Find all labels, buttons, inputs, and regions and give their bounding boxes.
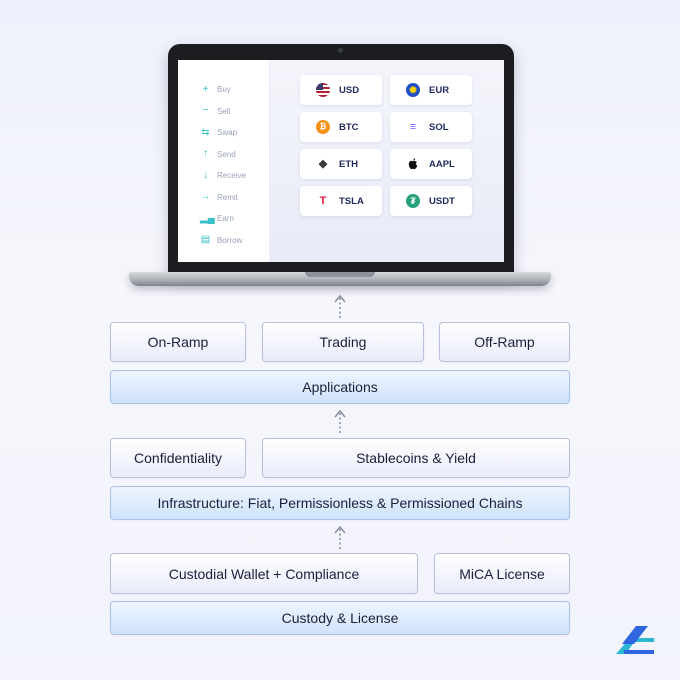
tesla-icon: T: [319, 194, 327, 207]
menu-item-sell[interactable]: − Sell: [200, 101, 269, 123]
mica-license-box: MiCA License: [434, 553, 570, 594]
solana-icon: ≡: [409, 120, 417, 133]
infrastructure-layer: Infrastructure: Fiat, Permissionless & P…: [110, 486, 570, 520]
menu-item-label: Earn: [217, 214, 234, 224]
dotted-up-arrow-icon: [334, 525, 346, 549]
dotted-up-arrow-icon: [334, 409, 346, 433]
arrow-right-icon: →: [200, 191, 211, 203]
laptop-base: [129, 272, 551, 286]
asset-label: TSLA: [339, 195, 364, 207]
bitcoin-icon: ₿: [316, 120, 330, 134]
apple-icon: [406, 157, 420, 171]
applications-layer: Applications: [110, 370, 570, 404]
asset-label: USDT: [429, 195, 455, 207]
menu-item-label: Receive: [217, 171, 246, 181]
side-menu: + Buy − Sell ⇆ Swap ↑ Send ↓ Receive → R…: [178, 60, 270, 262]
brand-logo-icon: [616, 626, 654, 654]
app-screen: + Buy − Sell ⇆ Swap ↑ Send ↓ Receive → R…: [178, 60, 504, 262]
arrow-down-icon: ↓: [203, 169, 208, 181]
menu-item-borrow[interactable]: ▤ Borrow: [200, 230, 269, 252]
bar-chart-icon: ▂▄: [200, 212, 215, 224]
menu-item-earn[interactable]: ▂▄ Earn: [200, 208, 269, 230]
dotted-up-arrow-icon: [334, 294, 346, 318]
menu-item-label: Buy: [217, 85, 231, 95]
asset-card-eur[interactable]: ✺ EUR: [390, 75, 472, 105]
menu-item-receive[interactable]: ↓ Receive: [200, 165, 269, 187]
bank-icon: ▤: [200, 234, 211, 246]
trading-box: Trading: [262, 322, 424, 362]
asset-card-aapl[interactable]: AAPL: [390, 149, 472, 179]
asset-card-tsla[interactable]: T TSLA: [300, 186, 382, 216]
asset-label: ETH: [339, 158, 358, 170]
confidentiality-box: Confidentiality: [110, 438, 246, 478]
stablecoins-yield-box: Stablecoins & Yield: [262, 438, 570, 478]
asset-card-btc[interactable]: ₿ BTC: [300, 112, 382, 142]
eu-flag-icon: ✺: [406, 83, 420, 97]
custodial-wallet-compliance-box: Custodial Wallet + Compliance: [110, 553, 418, 594]
us-flag-icon: [316, 83, 330, 97]
tether-icon: ₮: [406, 194, 420, 208]
menu-item-label: Remit: [217, 192, 238, 202]
ethereum-icon: ◆: [318, 157, 328, 170]
asset-label: USD: [339, 84, 360, 96]
arrow-up-icon: ↑: [203, 148, 208, 160]
asset-card-usd[interactable]: USD: [300, 75, 382, 105]
swap-icon: ⇆: [201, 126, 210, 138]
menu-item-label: Sell: [217, 106, 231, 116]
laptop-notch: [305, 272, 375, 277]
custody-license-layer: Custody & License: [110, 601, 570, 635]
off-ramp-box: Off-Ramp: [439, 322, 570, 362]
menu-item-buy[interactable]: + Buy: [200, 79, 269, 101]
asset-card-usdt[interactable]: ₮ USDT: [390, 186, 472, 216]
menu-item-label: Borrow: [217, 235, 243, 245]
asset-label: EUR: [429, 84, 450, 96]
asset-label: AAPL: [429, 158, 455, 170]
plus-icon: +: [202, 83, 209, 95]
laptop-screen-frame: + Buy − Sell ⇆ Swap ↑ Send ↓ Receive → R…: [168, 44, 514, 276]
menu-item-remit[interactable]: → Remit: [200, 187, 269, 209]
menu-item-send[interactable]: ↑ Send: [200, 144, 269, 166]
on-ramp-box: On-Ramp: [110, 322, 246, 362]
camera-icon: [338, 48, 343, 53]
minus-icon: −: [202, 105, 209, 117]
asset-card-sol[interactable]: ≡ SOL: [390, 112, 472, 142]
asset-label: SOL: [429, 121, 449, 133]
asset-card-eth[interactable]: ◆ ETH: [300, 149, 382, 179]
menu-item-swap[interactable]: ⇆ Swap: [200, 122, 269, 144]
asset-grid: USD ✺ EUR ₿ BTC ≡ SOL ◆ ETH A: [270, 60, 504, 262]
menu-item-label: Swap: [217, 128, 238, 138]
menu-item-label: Send: [217, 149, 236, 159]
asset-label: BTC: [339, 121, 359, 133]
